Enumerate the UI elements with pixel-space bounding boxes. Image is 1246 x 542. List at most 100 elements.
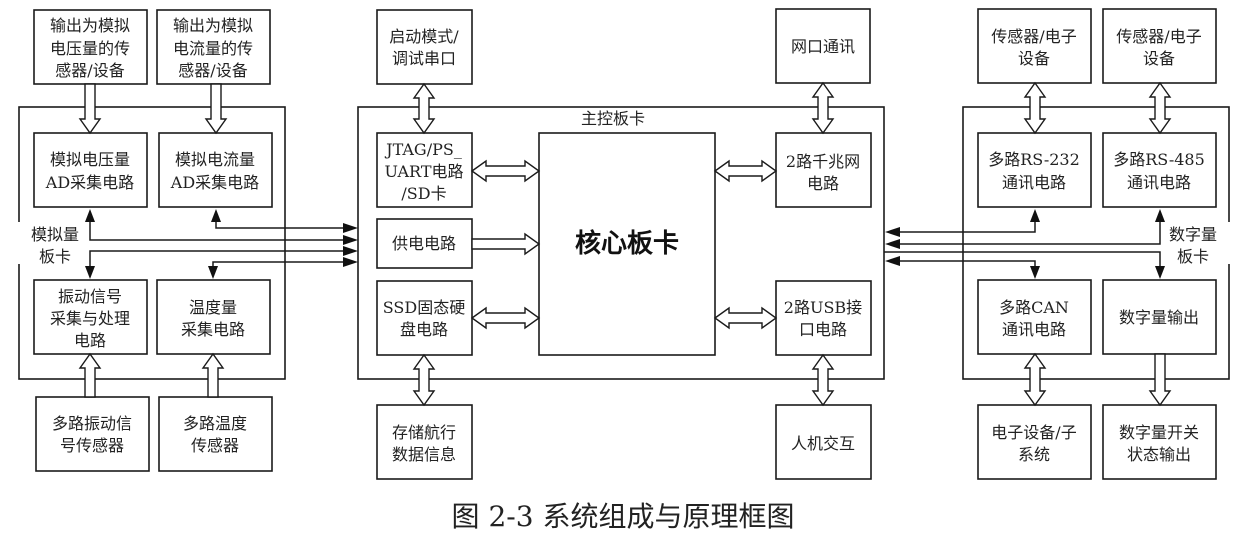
arrowhead [1155,209,1165,222]
bus-line-can [899,260,1036,266]
box-text: 振动信号采集与处理电路 [50,287,130,350]
box-ssd: SSD固态硬盘电路 [376,280,473,356]
box-text: 启动模式/调试串口 [389,27,459,68]
box-boot-debug: 启动模式/调试串口 [376,9,473,85]
box-rs485-device: 传感器/电子设备 [1102,8,1217,84]
analog-board-label: 模拟量板卡 [31,225,79,266]
box-can-device: 电子设备/子系统 [977,404,1092,480]
box-power: 供电电路 [376,218,473,269]
box-hmi: 人机交互 [775,404,872,480]
box-text: 电子设备/子系统 [991,423,1076,464]
arrow-vibration-sensor-to-proc [78,352,102,398]
digital-board-label: 数字量板卡 [1169,225,1217,266]
arrow-can-device [1023,352,1047,407]
figure-caption: 图 2-3 系统组成与原理框图 [452,500,795,533]
box-text: JTAG/PS_UART电路/SD卡 [384,140,463,203]
box-text: 2路USB接口电路 [784,298,862,339]
digital-bus-lines [884,209,1165,279]
arrow-boot-jtag [412,82,436,135]
box-text: 输出为模拟电压量的传感器/设备 [50,16,130,80]
box-text: 输出为模拟电流量的传感器/设备 [173,16,253,80]
box-text: 数字量输出 [1119,308,1199,327]
arrowhead [85,266,95,279]
box-usb: 2路USB接口电路 [775,280,872,356]
arrowhead [343,257,358,267]
bus-line-digital-out [884,251,1161,266]
box-voltage-sensor: 输出为模拟电压量的传感器/设备 [33,9,148,85]
box-text: 传感器/电子设备 [991,27,1076,68]
arrowhead [343,235,358,245]
box-gige: 2路千兆网电路 [775,132,872,208]
box-text: 2路千兆网电路 [786,152,860,193]
box-vibration-proc: 振动信号采集与处理电路 [33,279,148,355]
box-current-sensor: 输出为模拟电流量的传感器/设备 [156,9,271,85]
box-digital-out: 数字量输出 [1102,279,1217,355]
main-board-frame [357,106,885,380]
arrowhead [1030,209,1040,222]
arrow-device-rs485 [1148,81,1172,135]
box-text: 多路温度传感器 [183,414,247,455]
bus-line-current [215,222,346,229]
arrow-device-rs232 [1023,81,1047,135]
box-text: 传感器/电子设备 [1116,27,1201,68]
box-switch-output: 数字量开关状态输出 [1102,404,1217,480]
arrow-temperature-sensor-to-acq [201,352,225,398]
box-temperature-sensor: 多路温度传感器 [158,396,273,472]
box-vibration-sensor: 多路振动信号传感器 [35,396,150,472]
bus-line-rs232 [899,222,1036,233]
box-temperature-acq: 温度量采集电路 [156,279,271,355]
arrowhead [885,227,900,237]
box-text: 温度量采集电路 [181,298,245,339]
arrow-ethernet-gige [811,81,835,135]
box-text: 存储航行数据信息 [392,423,456,464]
arrowhead [1030,266,1040,279]
bus-line-rs485 [899,222,1161,245]
box-nav-storage: 存储航行数据信息 [376,404,473,480]
arrow-voltage-sensor-to-ad [78,83,102,135]
arrowhead [343,223,358,233]
arrow-core-gige [713,159,778,183]
arrow-digital-out-switch [1148,353,1172,407]
box-core-board: 核心板卡 [538,132,716,356]
arrowhead [208,266,218,279]
core-board-label: 核心板卡 [575,228,679,259]
arrowhead [85,209,95,222]
arrow-current-sensor-to-ad [204,83,228,135]
box-ethernet-comm: 网口通讯 [775,8,871,84]
bus-line-temperature [212,261,346,266]
box-text: SSD固态硬盘电路 [383,298,465,339]
hollow-arrows [78,81,1172,407]
arrow-core-usb [713,306,778,330]
arrow-ssd-storage [412,353,436,407]
arrowhead [343,246,358,256]
analog-bus-lines [85,209,358,279]
arrow-power-core [471,232,541,256]
arrowhead [211,209,221,222]
bus-line-voltage [89,222,346,241]
box-text: 人机交互 [791,434,855,453]
box-text: 多路振动信号传感器 [52,414,132,455]
main-board-label: 主控板卡 [581,109,645,128]
arrow-usb-hmi [811,353,835,407]
arrowhead [885,256,900,266]
box-text: 网口通讯 [791,37,855,56]
arrowhead [1155,266,1165,279]
bus-line-vibration [89,250,346,266]
box-jtag: JTAG/PS_UART电路/SD卡 [376,132,473,208]
box-text: 数字量开关状态输出 [1119,423,1199,464]
arrow-ssd-core [470,306,541,330]
box-rs232-device: 传感器/电子设备 [977,8,1092,84]
arrowhead [885,239,900,249]
box-text: 供电电路 [392,234,456,253]
